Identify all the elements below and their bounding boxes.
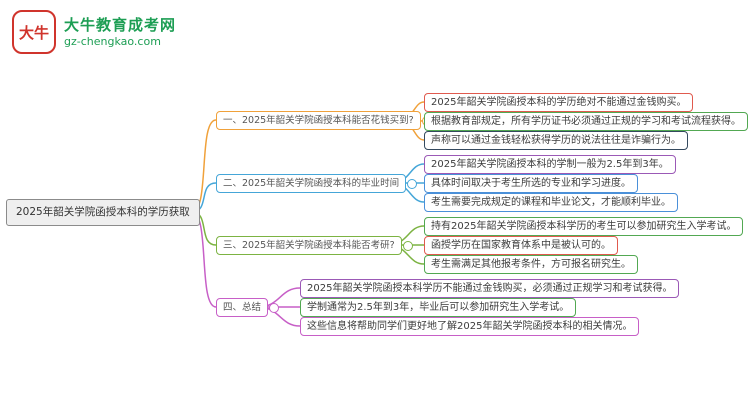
leaf-node[interactable]: 这些信息将帮助同学们更好地了解2025年韶关学院函授本科的相关情况。: [300, 317, 640, 336]
leaf-node[interactable]: 声称可以通过金钱轻松获得学历的说法往往是诈骗行为。: [424, 131, 688, 150]
branch-node-1[interactable]: 一、2025年韶关学院函授本科能否花钱买到?: [216, 111, 432, 130]
leaf-node[interactable]: 考生需满足其他报考条件，方可报名研究生。: [424, 255, 638, 274]
site-name: 大牛教育成考网: [64, 15, 177, 34]
leaf-node[interactable]: 考生需要完成规定的课程和毕业论文，才能顺利毕业。: [424, 193, 678, 212]
site-logo[interactable]: 大牛 大牛教育成考网 gz-chengkao.com: [12, 10, 176, 54]
leaf-node[interactable]: 持有2025年韶关学院函授本科学历的考生可以参加研究生入学考试。: [424, 217, 744, 236]
branch-3-collapse-dot[interactable]: [402, 240, 413, 251]
leaf-node[interactable]: 函授学历在国家教育体系中是被认可的。: [424, 236, 618, 255]
branch-node-4-label: 四、总结: [223, 302, 262, 313]
branch-4-collapse-dot[interactable]: [269, 302, 280, 313]
connector-line: [191, 211, 217, 308]
site-domain: gz-chengkao.com: [64, 34, 161, 48]
leaf-node[interactable]: 具体时间取决于考生所选的专业和学习进度。: [424, 174, 638, 193]
branch-node-3-label: 三、2025年韶关学院函授本科能否考研?: [223, 240, 395, 251]
root-node[interactable]: 2025年韶关学院函授本科的学历获取: [6, 199, 200, 226]
branch-node-1-label: 一、2025年韶关学院函授本科能否花钱买到?: [223, 115, 414, 126]
logo-icon: 大牛: [12, 10, 56, 54]
branch-node-3[interactable]: 三、2025年韶关学院函授本科能否考研?: [216, 236, 413, 255]
branch-node-2[interactable]: 二、2025年韶关学院函授本科的毕业时间: [216, 174, 418, 193]
brand-text: 大牛教育成考网 gz-chengkao.com: [64, 16, 176, 49]
leaf-node[interactable]: 根据教育部规定，所有学历证书必须通过正规的学习和考试流程获得。: [424, 112, 748, 131]
branch-2-collapse-dot[interactable]: [407, 178, 418, 189]
leaf-node[interactable]: 2025年韶关学院函授本科的学历绝对不能通过金钱购买。: [424, 93, 694, 112]
leaf-node[interactable]: 2025年韶关学院函授本科的学制一般为2.5年到3年。: [424, 155, 676, 174]
leaf-node[interactable]: 学制通常为2.5年到3年，毕业后可以参加研究生入学考试。: [300, 298, 577, 317]
branch-node-4[interactable]: 四、总结: [216, 298, 280, 317]
leaf-node[interactable]: 2025年韶关学院函授本科学历不能通过金钱购买，必须通过正规学习和考试获得。: [300, 279, 680, 298]
branch-node-2-label: 二、2025年韶关学院函授本科的毕业时间: [223, 178, 400, 189]
